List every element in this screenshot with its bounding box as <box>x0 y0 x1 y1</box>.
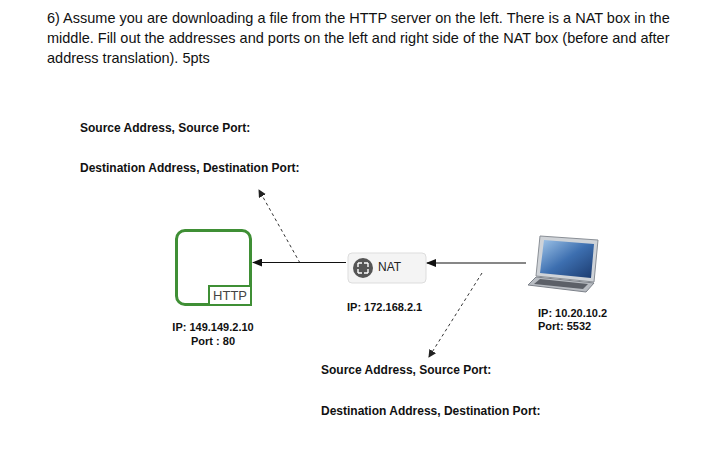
port-number: Port : 80 <box>133 335 293 347</box>
nat-box: NATIP: 172.168.2.1 <box>348 253 426 283</box>
ip-address: IP: 172.168.2.1 <box>347 301 422 313</box>
laptop-base <box>528 277 594 292</box>
http-server: HTTPIP: 149.149.2.10Port : 80 <box>175 229 252 306</box>
laptop-keys <box>534 279 588 289</box>
port-number: Port: 5532 <box>538 320 591 332</box>
laptop-screen-frame <box>536 236 598 282</box>
leader-line <box>259 190 300 263</box>
laptop: IP: 10.20.10.2Port: 5532 <box>528 234 600 294</box>
destination-label: Destination Address, Destination Port: <box>80 161 300 175</box>
destination-label: Destination Address, Destination Port: <box>321 404 541 418</box>
connector-arrow <box>253 262 346 263</box>
server-badge: HTTP <box>208 285 252 306</box>
nat-box-ground <box>348 253 426 283</box>
source-label: Source Address, Source Port: <box>321 363 491 377</box>
laptop-screen <box>540 240 594 278</box>
connector-arrow <box>427 262 526 263</box>
question-text: 6) Assume you are downloading a file fro… <box>47 8 675 68</box>
ip-address: IP: 149.149.2.10 <box>133 321 293 333</box>
leader-line <box>429 273 482 357</box>
nat-label: NAT <box>378 260 401 274</box>
router-arrows <box>358 263 368 273</box>
ip-address: IP: 10.20.10.2 <box>538 307 607 319</box>
router-icon <box>353 258 373 278</box>
source-label: Source Address, Source Port: <box>80 121 250 135</box>
